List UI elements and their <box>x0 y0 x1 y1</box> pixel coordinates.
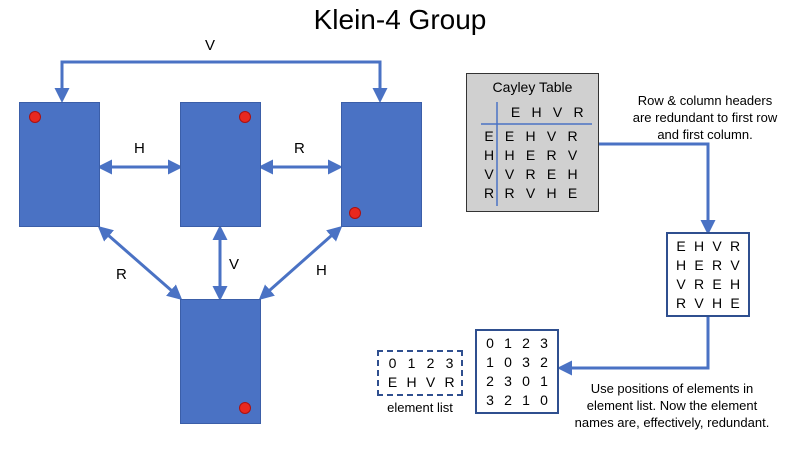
element-letter: R <box>444 374 455 390</box>
letter-cell: V <box>712 238 722 254</box>
cayley-cell: R <box>546 147 557 163</box>
arrow-h-right-bottom <box>258 226 343 300</box>
number-cell: 0 <box>504 354 512 370</box>
element-number: 0 <box>388 355 397 371</box>
number-cell: 1 <box>504 335 512 351</box>
edge-label-left-mid: H <box>134 140 145 157</box>
letter-cell: H <box>711 295 723 311</box>
letter-cell: H <box>729 276 741 292</box>
number-cell: 3 <box>522 354 530 370</box>
letter-table: E H V R H E R V V R E H R V H E <box>666 232 750 317</box>
letter-cell: E <box>730 295 740 311</box>
arrow-letters-to-numbers <box>557 316 710 376</box>
arrow-cayley-to-letters <box>599 142 716 235</box>
element-list: 0 1 2 3 E H V R <box>377 350 463 396</box>
element-list-caption: element list <box>387 400 453 415</box>
number-table: 0 1 2 3 1 0 3 2 2 3 0 1 3 2 1 0 <box>475 329 559 414</box>
red-dot-marker <box>349 207 361 219</box>
cayley-header-cell: E <box>510 104 521 120</box>
edge-label-mid-right: R <box>294 140 305 157</box>
cayley-cell: R <box>504 185 515 201</box>
cayley-cell: E <box>504 128 515 144</box>
cayley-cell: R <box>525 166 536 182</box>
element-list-grid: 0 1 2 3 E H V R <box>383 354 459 392</box>
letter-cell: V <box>730 257 740 273</box>
cayley-cell: H <box>546 185 557 201</box>
letter-cell: R <box>675 295 687 311</box>
element-number: 1 <box>407 355 416 371</box>
number-cell: 3 <box>504 373 512 389</box>
cayley-row-header: H <box>483 147 495 163</box>
cayley-cell: V <box>504 166 515 182</box>
arrow-r-left-bottom <box>97 226 183 300</box>
letter-cell: E <box>712 276 722 292</box>
cayley-header-cell: R <box>573 104 584 120</box>
cayley-cell: E <box>567 185 578 201</box>
red-dot-marker <box>239 402 251 414</box>
element-letter: E <box>387 374 398 390</box>
element-number: 2 <box>426 355 435 371</box>
cayley-cell: H <box>504 147 515 163</box>
number-cell: 0 <box>540 392 548 408</box>
cayley-cell: H <box>567 166 578 182</box>
number-cell: 1 <box>522 392 530 408</box>
cayley-header-cell: V <box>552 104 563 120</box>
number-cell: 0 <box>522 373 530 389</box>
number-cell: 1 <box>540 373 548 389</box>
number-cell: 2 <box>522 335 530 351</box>
cayley-table: Cayley Table E H V R E E H V R H H E R V… <box>466 73 599 212</box>
cayley-cell: V <box>567 147 578 163</box>
letter-cell: H <box>693 238 705 254</box>
letter-cell: R <box>711 257 723 273</box>
cayley-cell: E <box>525 147 536 163</box>
cayley-row-header: E <box>484 128 494 144</box>
edge-label-top: V <box>205 37 216 54</box>
edge-label-right-bottom: H <box>316 262 327 279</box>
number-cell: 2 <box>504 392 512 408</box>
red-dot-marker <box>29 111 41 123</box>
letter-cell: E <box>694 257 704 273</box>
note-headers-redundant: Row & column headers are redundant to fi… <box>632 93 778 142</box>
state-rect-bottom <box>180 299 261 424</box>
edge-label-left-bottom: R <box>116 266 127 283</box>
cayley-cell: V <box>525 185 536 201</box>
cayley-cell: R <box>567 128 578 144</box>
cayley-title: Cayley Table <box>492 79 573 95</box>
state-rect-left <box>19 102 100 227</box>
letter-table-grid: E H V R H E R V V R E H R V H E <box>672 237 744 313</box>
cayley-cell: V <box>546 128 557 144</box>
letter-cell: V <box>694 295 704 311</box>
red-dot-marker <box>239 111 251 123</box>
cayley-cell: E <box>546 166 557 182</box>
cayley-header-cell: H <box>531 104 542 120</box>
number-cell: 0 <box>486 335 494 351</box>
arrow-top-v <box>54 60 388 103</box>
number-cell: 2 <box>540 354 548 370</box>
number-cell: 2 <box>486 373 494 389</box>
letter-cell: R <box>729 238 741 254</box>
cayley-cell: H <box>525 128 536 144</box>
element-number: 3 <box>445 355 454 371</box>
letter-cell: V <box>676 276 686 292</box>
number-cell: 1 <box>486 354 494 370</box>
diagram-title: Klein-4 Group <box>313 4 487 35</box>
state-rect-middle <box>180 102 261 227</box>
cayley-header-row: E H V R <box>505 104 589 120</box>
edge-label-mid-bottom: V <box>229 256 240 273</box>
number-cell: 3 <box>540 335 548 351</box>
element-letter: V <box>425 374 436 390</box>
letter-cell: R <box>693 276 705 292</box>
number-table-grid: 0 1 2 3 1 0 3 2 2 3 0 1 3 2 1 0 <box>481 334 553 410</box>
note-positions: Use positions of elements in element lis… <box>574 381 770 430</box>
cayley-row-header: R <box>483 185 495 201</box>
letter-cell: H <box>675 257 687 273</box>
cayley-divider-lines <box>481 102 592 206</box>
cayley-body: E E H V R H H E R V V V R E H R R V H E <box>479 128 583 202</box>
number-cell: 3 <box>486 392 494 408</box>
cayley-row-header: V <box>484 166 494 182</box>
element-letter: H <box>406 374 417 390</box>
state-rect-right <box>341 102 422 227</box>
letter-cell: E <box>676 238 686 254</box>
